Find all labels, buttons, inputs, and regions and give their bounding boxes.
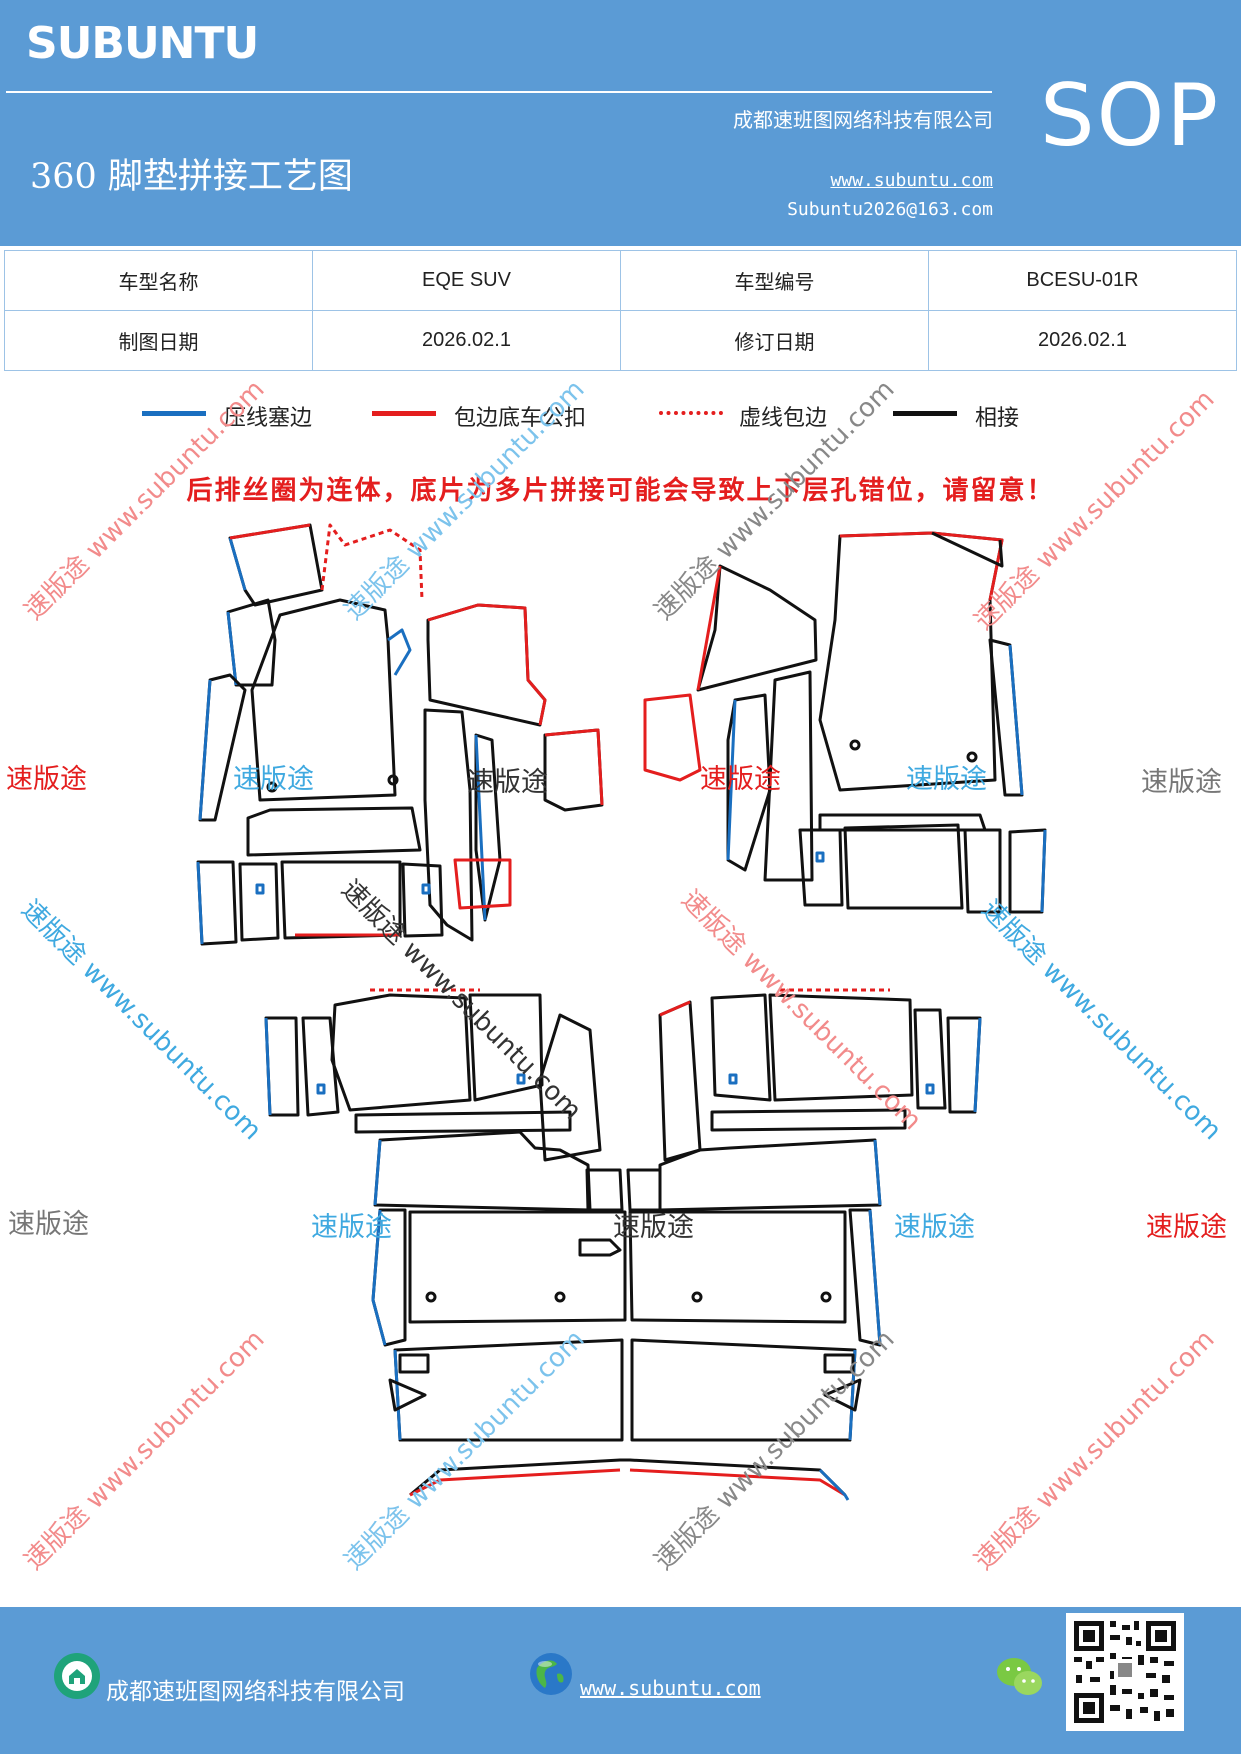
watermark-brand: 速版途 <box>1146 1212 1227 1243</box>
legend-item: 包边底车公扣 <box>372 400 586 432</box>
rear-right-mat-group <box>658 988 982 1162</box>
vehicle-code-value: BCESU-01R <box>928 250 1237 311</box>
website-link[interactable]: www.subuntu.com <box>830 170 993 191</box>
legend: 压线塞边 包边底车公扣 虚线包边 相接 <box>0 400 1241 440</box>
footer-company: 成都速班图网络科技有限公司 <box>106 1679 405 1705</box>
revision-date-value: 2026.02.1 <box>928 310 1237 371</box>
qr-code-pattern <box>1074 1621 1176 1723</box>
watermark-brand: 速版途 <box>6 764 87 795</box>
front-left-mat-group <box>196 523 604 946</box>
legend-swatch <box>372 410 436 416</box>
header-divider <box>6 91 992 93</box>
footer-website-link[interactable]: www.subuntu.com <box>580 1676 761 1700</box>
legend-label: 虚线包边 <box>739 406 828 431</box>
watermark-brand: 速版途 <box>233 764 314 795</box>
page-title: 360 脚垫拼接工艺图 <box>30 157 353 197</box>
globe-icon <box>530 1653 572 1695</box>
legend-label: 包边底车公扣 <box>454 406 587 431</box>
header-banner <box>0 0 1241 246</box>
watermark-brand: 速版途 <box>700 764 781 795</box>
vehicle-name-label: 车型名称 <box>4 250 313 311</box>
legend-item: 压线塞边 <box>142 400 312 432</box>
watermark-brand: 速版途 <box>894 1212 975 1243</box>
draw-date-value: 2026.02.1 <box>312 310 621 371</box>
warning-note: 后排丝圈为连体，底片为多片拼接可能会导致上下层孔错位，请留意！ <box>186 476 1055 506</box>
watermark-brand: 速版途 <box>613 1212 694 1243</box>
rear-left-mat-group <box>264 988 602 1162</box>
email-address: Subuntu2026@163.com <box>787 199 993 220</box>
table-row: 制图日期 2026.02.1 修订日期 2026.02.1 <box>4 310 1237 371</box>
legend-swatch <box>142 410 206 416</box>
revision-date-label: 修订日期 <box>620 310 929 371</box>
watermark-brand: 速版途 <box>1141 767 1222 798</box>
rear-floor-mat-group <box>371 1130 882 1501</box>
draw-date-label: 制图日期 <box>4 310 313 371</box>
legend-label: 压线塞边 <box>224 406 313 431</box>
legend-swatch <box>659 411 723 415</box>
watermark-brand: 速版途 <box>311 1212 392 1243</box>
wechat-icon <box>997 1658 1042 1695</box>
legend-item: 相接 <box>893 400 1019 432</box>
watermark-brand: 速版途 <box>8 1209 89 1240</box>
house-icon <box>54 1653 100 1699</box>
vehicle-name-value: EQE SUV <box>312 250 621 311</box>
sop-label: SOP <box>1040 66 1221 166</box>
legend-label: 相接 <box>975 406 1020 431</box>
legend-item: 虚线包边 <box>659 400 827 432</box>
legend-swatch <box>893 410 957 416</box>
company-name: 成都速班图网络科技有限公司 <box>733 108 993 132</box>
front-right-mat-group <box>643 531 1047 914</box>
watermark-brand: 速版途 <box>467 767 548 798</box>
watermark-brand: 速版途 <box>906 764 987 795</box>
vehicle-code-label: 车型编号 <box>620 250 929 311</box>
qr-code <box>1066 1613 1184 1731</box>
table-row: 车型名称 EQE SUV 车型编号 BCESU-01R <box>4 250 1237 311</box>
info-table: 车型名称 EQE SUV 车型编号 BCESU-01R 制图日期 2026.02… <box>4 250 1237 371</box>
brand-logo: SUBUNTU <box>26 18 259 69</box>
